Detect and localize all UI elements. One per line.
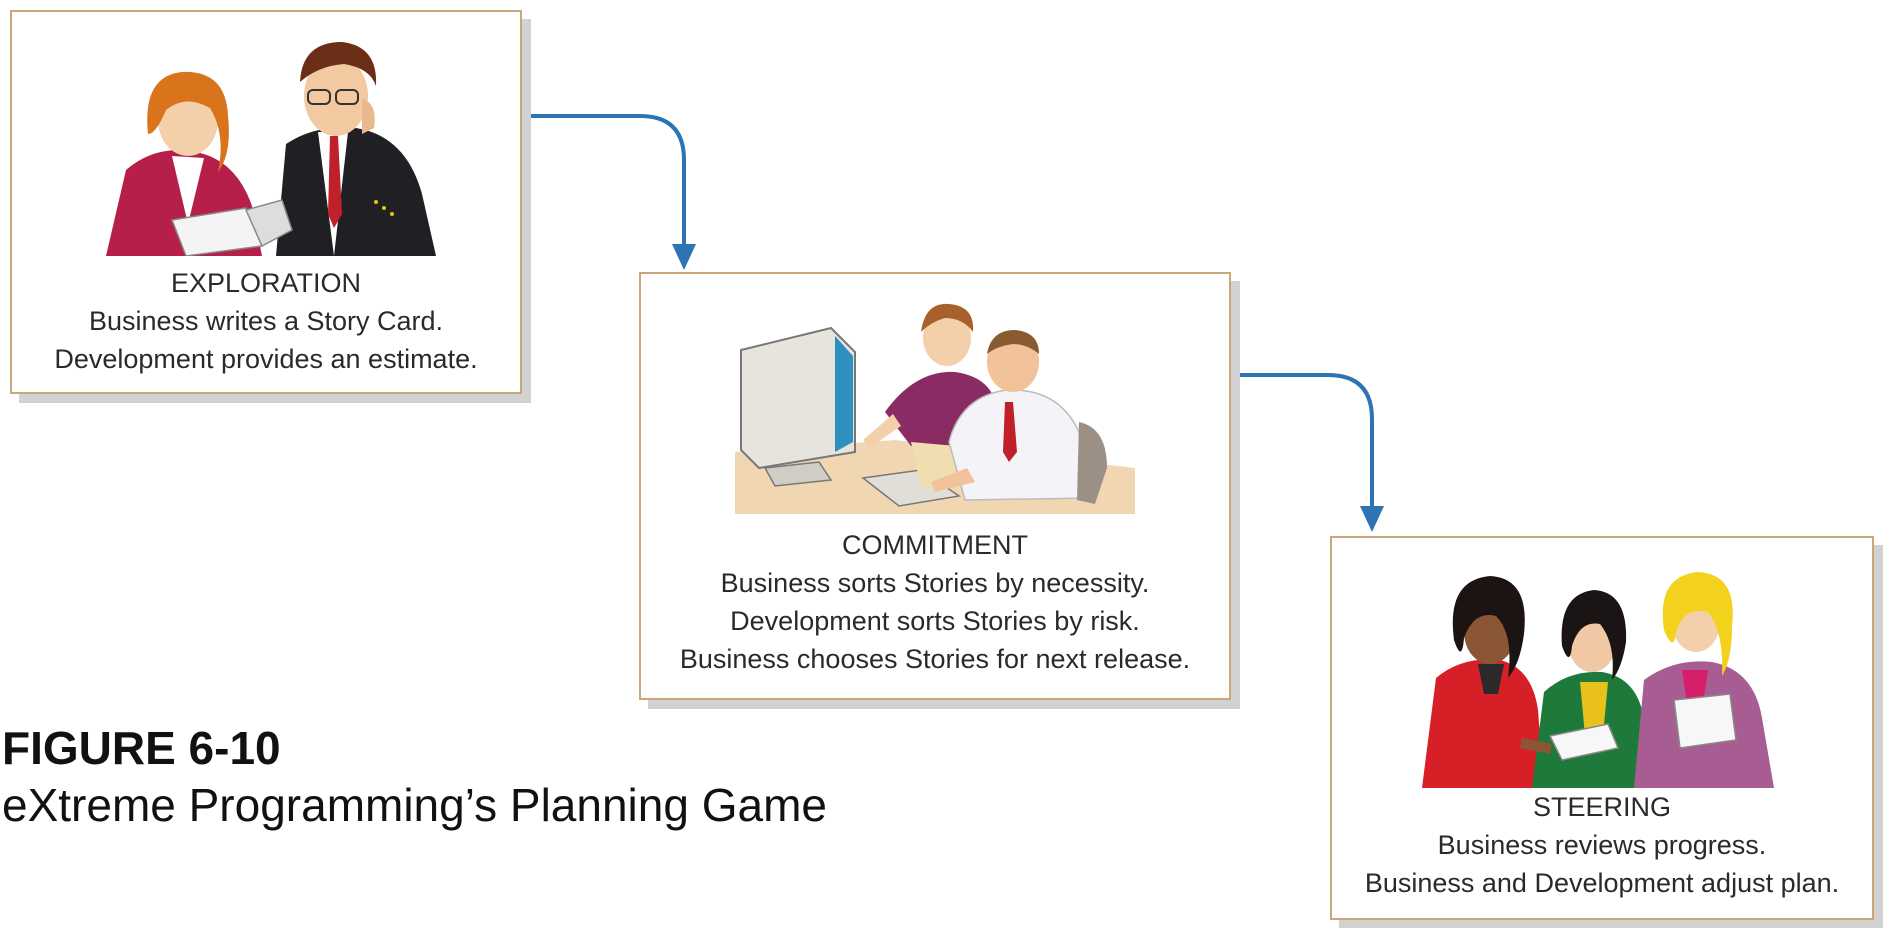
stage-card-exploration: EXPLORATION Business writes a Story Card… — [10, 10, 522, 394]
arrow-exploration-to-commitment — [522, 114, 686, 246]
stage-line: Business writes a Story Card. — [88, 306, 444, 336]
two-business-people-reading-card-illustration — [106, 42, 436, 256]
figure-caption: FIGURE 6-10 eXtreme Programming’s Planni… — [2, 720, 827, 834]
arrow-exploration-to-commitment-head — [672, 244, 696, 270]
figure-number: FIGURE 6-10 — [2, 722, 281, 774]
three-women-reviewing-papers-illustration — [1422, 572, 1774, 788]
stage-title: COMMITMENT — [842, 530, 1028, 560]
stage-line: Business reviews progress. — [1437, 830, 1767, 860]
stage-line: Business and Development adjust plan. — [1364, 868, 1840, 898]
stage-title: STEERING — [1532, 792, 1672, 822]
stage-line: Development provides an estimate. — [54, 344, 478, 374]
two-people-at-computer-illustration — [735, 303, 1135, 514]
stage-text-exploration: EXPLORATION Business writes a Story Card… — [12, 264, 520, 378]
stage-card-commitment: COMMITMENT Business sorts Stories by nec… — [639, 272, 1231, 700]
arrow-commitment-to-steering-head — [1360, 506, 1384, 532]
stage-line: Business sorts Stories by necessity. — [720, 568, 1150, 598]
stage-line: Business chooses Stories for next releas… — [679, 644, 1191, 674]
stage-text-commitment: COMMITMENT Business sorts Stories by nec… — [641, 526, 1229, 678]
stage-text-steering: STEERING Business reviews progress. Busi… — [1332, 788, 1872, 902]
stage-title: EXPLORATION — [170, 268, 362, 298]
stage-card-steering: STEERING Business reviews progress. Busi… — [1330, 536, 1874, 920]
stage-line: Development sorts Stories by risk. — [730, 606, 1140, 636]
arrow-commitment-to-steering — [1231, 373, 1374, 508]
figure-title: eXtreme Programming’s Planning Game — [2, 779, 827, 831]
